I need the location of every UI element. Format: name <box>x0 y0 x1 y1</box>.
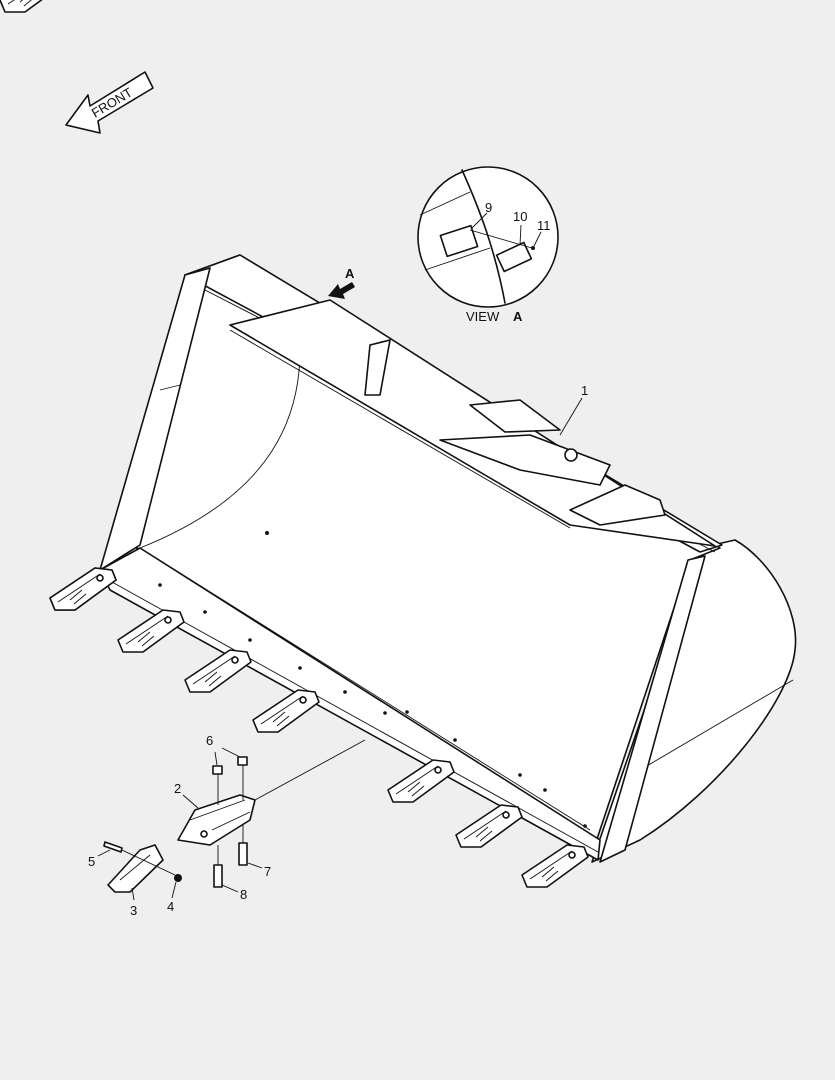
adapter-part <box>177 794 256 846</box>
view-label: VIEW <box>466 309 500 324</box>
tooth-7 <box>521 844 589 888</box>
nut-part <box>237 756 248 766</box>
callout-11: 11 <box>537 218 551 233</box>
teeth-row <box>0 0 589 888</box>
callout-9: 9 <box>485 200 492 215</box>
callouts: 1 2 3 4 5 6 7 8 <box>88 383 588 918</box>
bolt-7 <box>238 842 248 866</box>
tooth-assembly <box>0 0 43 13</box>
callout-10: 10 <box>513 209 527 224</box>
tooth-4 <box>252 689 320 733</box>
view-a-marker: A <box>345 266 355 281</box>
view-a-arrow: A <box>328 266 355 299</box>
bolt-8 <box>213 864 223 888</box>
tooth-2 <box>49 567 117 611</box>
callout-2: 2 <box>174 781 181 796</box>
tooth-3 <box>184 649 252 693</box>
pin-part <box>103 841 123 853</box>
tooth-2b <box>117 609 185 653</box>
callout-1: 1 <box>581 383 588 398</box>
nut-part <box>212 765 223 775</box>
exploded-parts <box>103 739 366 893</box>
view-letter: A <box>513 309 523 324</box>
callout-8: 8 <box>240 887 247 902</box>
callout-4: 4 <box>167 899 174 914</box>
callout-7: 7 <box>264 864 271 879</box>
callout-5: 5 <box>88 854 95 869</box>
callout-6: 6 <box>206 733 213 748</box>
callout-3: 3 <box>130 903 137 918</box>
tooth-5 <box>387 759 455 803</box>
bucket-body <box>99 254 797 863</box>
detail-view-a: 9 10 11 VIEW A <box>417 166 559 324</box>
front-direction-arrow: FRONT <box>65 71 154 134</box>
tooth-6 <box>455 804 523 848</box>
tooth-part <box>107 844 164 893</box>
lock-washer-part <box>174 874 182 882</box>
